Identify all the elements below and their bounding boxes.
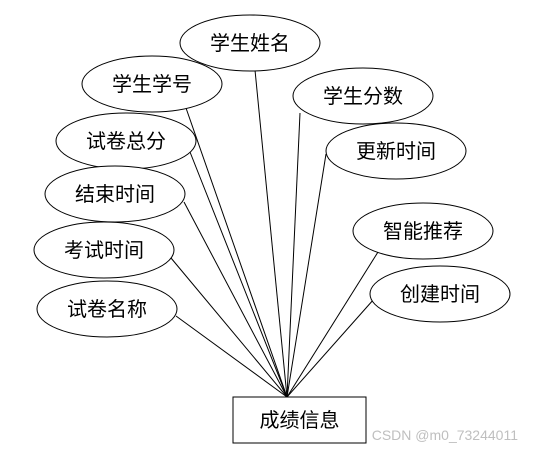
attribute-update-time: 更新时间 — [325, 122, 467, 180]
attribute-label: 更新时间 — [356, 139, 436, 163]
attribute-paper-name: 试卷名称 — [36, 280, 178, 338]
attribute-label: 结束时间 — [75, 182, 155, 206]
connector-exam-time — [170, 257, 288, 398]
entity-label: 成绩信息 — [260, 408, 340, 432]
connector-student-score — [286, 112, 301, 398]
attribute-nodes: 学生姓名学生学号学生分数试卷总分 更新时间结束时间智能推荐考试时间创建时间试卷名称 — [33, 14, 511, 338]
attribute-label: 学生学号 — [112, 72, 192, 96]
connector-smart-recommend — [286, 251, 379, 398]
attribute-ellipse — [325, 122, 467, 180]
connector-lines — [170, 69, 379, 398]
attribute-paper-total-score: 试卷总分 — [55, 112, 197, 170]
attribute-label: 创建时间 — [400, 282, 480, 306]
attribute-label: 考试时间 — [64, 238, 144, 262]
attribute-exam-time: 考试时间 — [33, 221, 175, 279]
attribute-label: 试卷名称 — [67, 297, 147, 321]
watermark-text: CSDN @m0_73244011 — [372, 427, 518, 443]
attribute-ellipse — [33, 221, 175, 279]
attribute-ellipse — [369, 265, 511, 323]
attribute-label: 学生姓名 — [210, 31, 290, 55]
attribute-student-id: 学生学号 — [81, 55, 223, 113]
attribute-label: 试卷总分 — [86, 129, 166, 153]
attribute-ellipse — [352, 202, 494, 260]
attribute-student-score: 学生分数 — [292, 67, 434, 125]
connector-student-name — [254, 69, 288, 398]
connector-create-time — [286, 298, 375, 398]
attribute-student-name: 学生姓名 — [179, 14, 321, 72]
connector-update-time — [286, 153, 327, 398]
attribute-ellipse — [292, 67, 434, 125]
attribute-label: 智能推荐 — [383, 219, 463, 243]
attribute-end-time: 结束时间 — [44, 165, 186, 223]
attribute-ellipse — [81, 55, 223, 113]
attribute-ellipse — [179, 14, 321, 72]
attribute-ellipse — [36, 280, 178, 338]
entity-box — [232, 396, 367, 444]
connector-paper-name — [175, 315, 288, 398]
entity-node: 成绩信息 — [232, 396, 367, 444]
attribute-label: 学生分数 — [323, 84, 403, 108]
attribute-smart-recommend: 智能推荐 — [352, 202, 494, 260]
connector-paper-total-score — [189, 151, 288, 398]
connector-student-id — [185, 107, 288, 398]
connector-end-time — [183, 201, 288, 398]
attribute-create-time: 创建时间 — [369, 265, 511, 323]
